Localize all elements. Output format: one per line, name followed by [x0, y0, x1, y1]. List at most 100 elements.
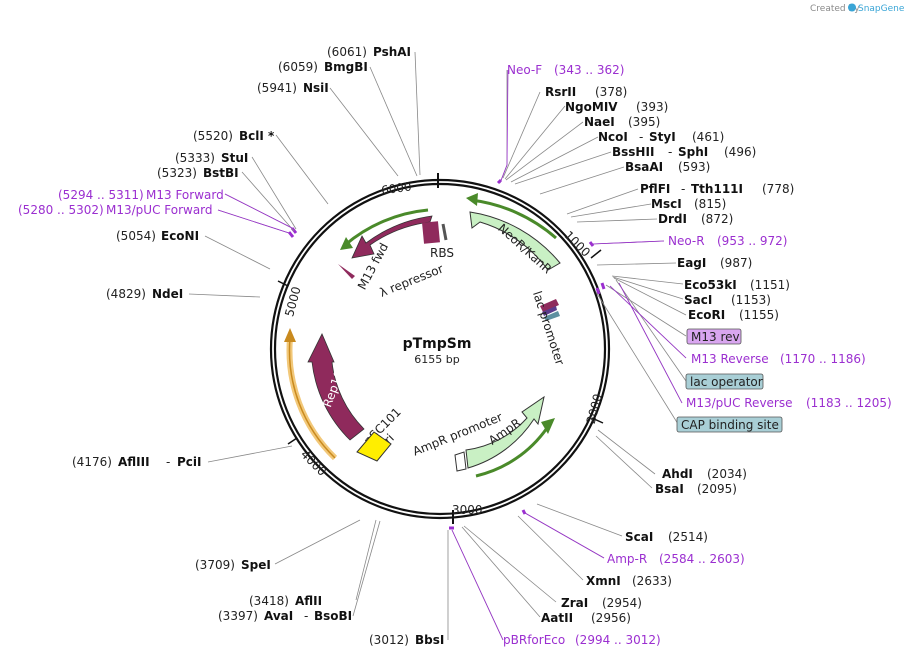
enzyme-afliii-pos: (4176) [72, 455, 112, 469]
enzyme-pshai-pos: (6061) [327, 45, 367, 59]
credit-brand: SnapGene [858, 4, 905, 14]
rbs-label: RBS [430, 246, 454, 260]
lac-operator-box[interactable] [685, 373, 764, 390]
enzyme-bcli-pos: (5520) [193, 129, 233, 143]
rep101-arrowhead-outer [284, 328, 296, 342]
enzyme-ndei-pos: (4829) [106, 287, 146, 301]
enzyme-bsshii[interactable]: BssHII [612, 145, 654, 159]
enzyme-afliii[interactable]: AflIII [118, 455, 150, 469]
cap-binding-site-box[interactable] [676, 416, 783, 433]
primer-neo-f-name[interactable]: Neo-F [507, 63, 542, 77]
enzyme-eagi[interactable]: EagI [677, 256, 706, 270]
primer-neo-f-range: (343 .. 362) [554, 63, 624, 77]
enzyme-ahdi[interactable]: AhdI [662, 467, 693, 481]
enzyme-bsshii-pos: (496) [724, 145, 756, 159]
rbs-feature[interactable] [441, 223, 448, 241]
m13-rev-box[interactable] [686, 328, 742, 345]
plasmid-length: 6155 bp [414, 353, 459, 366]
enzyme-tth111i[interactable]: Tth111I [691, 182, 743, 196]
enzyme-aatii-pos: (2956) [591, 611, 631, 625]
credit-text: Created by [810, 4, 860, 14]
backbone-inner-ring [273, 182, 607, 516]
enzyme-pcii[interactable]: PciI [177, 455, 202, 469]
primer-pbrforeco-range: (2994 .. 3012) [575, 633, 661, 647]
enzyme-naei[interactable]: NaeI [584, 115, 615, 129]
lambda-repressor-body [422, 221, 440, 244]
primer-neo-r-name[interactable]: Neo-R [668, 234, 705, 248]
enzyme-drdi[interactable]: DrdI [658, 212, 687, 226]
enzyme-aatii[interactable]: AatII [541, 611, 573, 625]
primer-m13-forward-range: (5294 .. 5311) [58, 188, 144, 202]
enzyme-msci-pos: (815) [694, 197, 726, 211]
cap-binding-site-label: CAP binding site [681, 418, 779, 432]
enzyme-bcli[interactable]: BclI * [239, 129, 275, 143]
enzyme-rsrii[interactable]: RsrII [545, 85, 576, 99]
enzyme-ecori[interactable]: EcoRI [688, 308, 725, 322]
lac-promoter-feature[interactable] [540, 299, 560, 321]
enzyme-scai[interactable]: ScaI [625, 530, 653, 544]
enzyme-bstbi-pos: (5323) [157, 166, 197, 180]
neor-kanr-feature[interactable] [469, 211, 561, 271]
ampr-direction-arc [475, 427, 549, 478]
enzyme-eco53ki[interactable]: Eco53kI [684, 278, 737, 292]
enzyme-ngomiv[interactable]: NgoMIV [565, 100, 618, 114]
enzyme-bsobi[interactable]: BsoBI [314, 609, 352, 623]
enzyme-bmgbi[interactable]: BmgBI [324, 60, 368, 74]
tick-5000 [277, 280, 289, 287]
primer-amp-r-name[interactable]: Amp-R [607, 552, 647, 566]
psc101-ori-feature[interactable] [356, 431, 392, 462]
rep101-feature[interactable] [307, 333, 365, 441]
enzyme-stui[interactable]: StuI [221, 151, 248, 165]
enzyme-pflfi[interactable]: PflFI [640, 182, 670, 196]
enzyme-aflii[interactable]: AflII [295, 594, 322, 608]
enzyme-eagi-pos: (987) [720, 256, 752, 270]
plasmid-name: pTmpSm [403, 336, 472, 352]
lambda-repressor-feature[interactable] [351, 215, 433, 259]
enzyme-ecori-pos: (1155) [739, 308, 779, 322]
enzyme-ndei[interactable]: NdeI [152, 287, 183, 301]
snapgene-logo-icon [848, 3, 856, 12]
enzyme-econi-pos: (5054) [116, 229, 156, 243]
tick-label-3000: 3000 [452, 503, 483, 517]
enzyme-styi[interactable]: StyI [649, 130, 676, 144]
primer-m13puc-reverse-name[interactable]: M13/pUC Reverse [686, 396, 793, 410]
enzyme-ncoi-sep: - [639, 130, 643, 144]
ampr-feature[interactable] [465, 395, 545, 469]
primer-m13puc-forward-name[interactable]: M13/pUC Forward [106, 203, 213, 217]
enzyme-econi[interactable]: EcoNI [161, 229, 199, 243]
tick-label-6000: 6000 [380, 179, 412, 197]
enzyme-msci[interactable]: MscI [651, 197, 682, 211]
enzyme-xmni[interactable]: XmnI [586, 574, 621, 588]
primer-amp-r-range: (2584 .. 2603) [659, 552, 745, 566]
primer-pbrforeco-name[interactable]: pBRforEco [503, 633, 565, 647]
enzyme-nsii-pos: (5941) [257, 81, 297, 95]
ampr-direction-arrowhead [541, 418, 555, 434]
ampr-promoter-feature[interactable] [454, 451, 467, 472]
lac-operator-label: lac operator [690, 375, 763, 389]
enzyme-ahdi-pos: (2034) [707, 467, 747, 481]
enzyme-saci[interactable]: SacI [684, 293, 712, 307]
backbone-outer-ring [269, 178, 611, 520]
primer-m13-reverse-name[interactable]: M13 Reverse [691, 352, 769, 366]
primer-leader-lines [217, 69, 687, 641]
enzyme-aflii-pos: (3418) [249, 594, 289, 608]
enzyme-spei[interactable]: SpeI [241, 558, 271, 572]
enzyme-bstbi[interactable]: BstBI [203, 166, 239, 180]
enzyme-afliii-sep: - [166, 455, 170, 469]
enzyme-bsaai-pos: (593) [678, 160, 710, 174]
enzyme-pshai[interactable]: PshAI [373, 45, 411, 59]
enzyme-nsii[interactable]: NsiI [303, 81, 329, 95]
enzyme-zrai[interactable]: ZraI [561, 596, 588, 610]
enzyme-avai[interactable]: AvaI [264, 609, 293, 623]
lac-promoter-label: lac promoter [530, 289, 567, 366]
m13-fwd-small-feature[interactable] [338, 264, 355, 279]
enzyme-sphi[interactable]: SphI [678, 145, 708, 159]
primer-m13-forward-name[interactable]: M13 Forward [146, 188, 224, 202]
enzyme-bsai[interactable]: BsaI [655, 482, 684, 496]
enzyme-bsaai[interactable]: BsaAI [625, 160, 663, 174]
enzyme-zrai-pos: (2954) [602, 596, 642, 610]
enzyme-bbsi[interactable]: BbsI [415, 633, 444, 647]
enzyme-ncoi[interactable]: NcoI [598, 130, 628, 144]
enzyme-stui-pos: (5333) [175, 151, 215, 165]
